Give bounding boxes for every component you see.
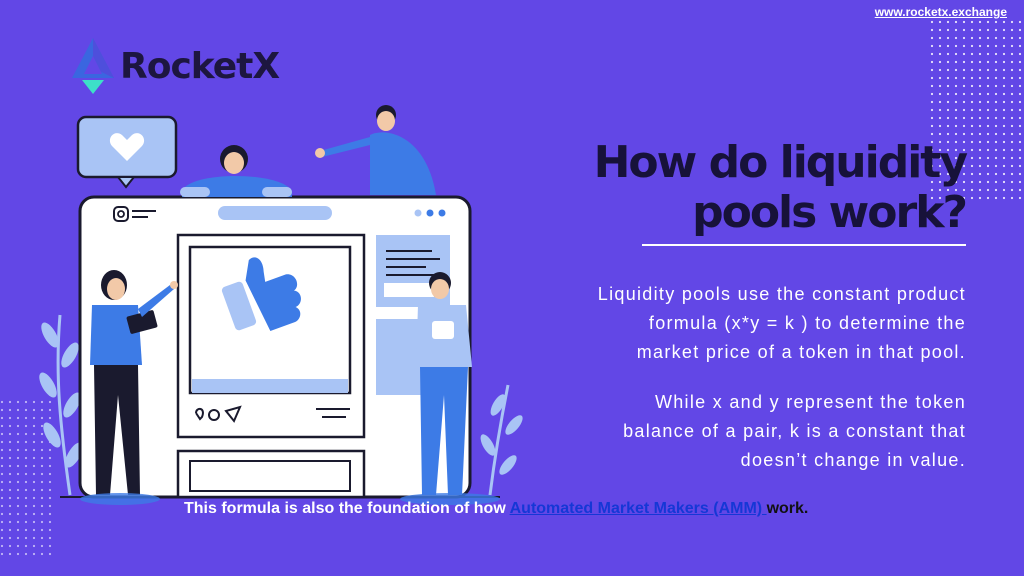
footer-prefix: This formula is also the foundation of h…: [184, 500, 510, 517]
paragraph-2-line-2: balance of a pair, k is a constant that: [623, 421, 966, 441]
title-divider: [642, 244, 966, 246]
window-search-bar: [218, 206, 332, 220]
person-right-man: [416, 272, 472, 495]
thumbs-up-icon: [221, 257, 301, 332]
person-left-woman: [90, 270, 178, 495]
leaf-plant-right: [480, 384, 523, 496]
comment-icon: [195, 407, 220, 421]
footer-suffix: work.: [766, 500, 809, 517]
person-top-woman: [180, 145, 292, 197]
instagram-icon: [113, 206, 156, 222]
dot-pattern-top-right: [930, 20, 1024, 200]
heart-icon: [109, 133, 145, 161]
heart-bubble: [76, 115, 178, 189]
rocketx-logo[interactable]: RocketX: [68, 36, 280, 98]
paragraph-2-line-1: While x and y represent the token: [654, 392, 966, 412]
paragraph-1-line-2: formula (x*y = k ) to determine the: [648, 313, 966, 333]
social-media-illustration: [39, 105, 523, 505]
site-url-link[interactable]: www.rocketx.exchange: [874, 5, 1007, 19]
brand-name: RocketX: [120, 46, 280, 87]
person-top-man: [315, 105, 436, 195]
paragraph-1-line-1: Liquidity pools use the constant product: [597, 284, 966, 304]
rocket-logo-icon: [72, 38, 114, 94]
share-icon: [224, 405, 242, 423]
paragraph-1: Liquidity pools use the constant product…: [526, 280, 966, 367]
page-title: How do liquidity pools work?: [546, 137, 968, 238]
leaf-plant-left: [39, 314, 83, 496]
paragraph-1-line-3: market price of a token in that pool.: [636, 342, 966, 362]
title-line-2: pools work?: [692, 187, 968, 238]
amm-link[interactable]: Automated Market Makers (AMM): [509, 500, 767, 517]
title-line-1: How do liquidity: [593, 137, 968, 188]
paragraph-2: While x and y represent the token balanc…: [526, 388, 966, 475]
footer-sentence: This formula is also the foundation of h…: [184, 500, 808, 518]
paragraph-2-line-3: doesn’t change in value.: [740, 450, 966, 470]
